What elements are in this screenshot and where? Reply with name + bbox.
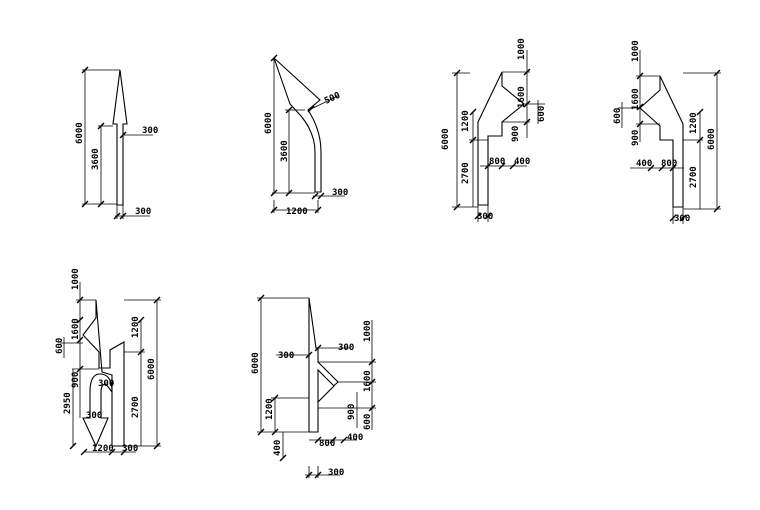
dim-label: 1600 [631,88,641,110]
dim-label: 400 [636,159,652,169]
dim-label: 2950 [63,392,73,414]
dim-label: 900 [71,372,81,388]
dim-label: 400 [347,433,363,443]
dim-label: 600 [363,414,373,430]
dim-label: 1600 [363,370,373,392]
straight-right-arrow-shape [477,71,525,206]
dim-label: 2700 [461,162,471,184]
dim-label: 6000 [147,358,157,380]
stack-arrow-branch [317,368,335,404]
dim-label: 300 [98,379,114,389]
dim-label: 400 [514,157,530,167]
dim-label: 1200 [131,316,141,338]
dim-label: 1000 [71,268,81,290]
dim-label: 2700 [131,396,141,418]
dim-label: 6000 [75,122,85,144]
dim-label: 6000 [707,128,717,150]
figure-straight-left-arrow: 1000 6000 1600 600 900 1200 2700 400 800… [613,40,721,224]
dim-label: 300 [142,126,158,136]
left-uturn-arrow-upper [82,299,125,447]
dim-label: 1600 [517,86,527,108]
dim-label: 400 [273,440,283,456]
dim-label: 300 [135,207,151,217]
dim-label: 300 [328,468,344,478]
curved-left-arrow-shape [273,57,322,193]
figure-straight-arrow: 6000 3600 300 300 [75,66,158,220]
dim-label: 3600 [280,140,290,162]
dim-label: 300 [278,351,294,361]
dim-label: 1200 [461,110,471,132]
dim-label: 300 [338,343,354,353]
dim-label: 900 [631,130,641,146]
dim-label: 500 [323,91,342,107]
dim-label: 600 [55,338,65,354]
dim-label: 1200 [689,112,699,134]
dim-label: 300 [477,212,493,222]
dim-label: 6000 [251,352,261,374]
dim-label: 900 [511,126,521,142]
dim-label: 300 [674,214,690,224]
dim-label: 1000 [631,40,641,62]
dim-label: 1200 [265,398,275,420]
dim-label: 6000 [264,112,274,134]
dim-label: 600 [613,108,623,124]
dim-label: 1200 [286,207,308,217]
figure-curved-left-arrow: 6000 3600 500 300 1200 [264,54,348,217]
dim-label: 300 [86,411,102,421]
dim-label: 1200 [92,444,114,454]
dim-label: 300 [122,444,138,454]
straight-right-stack-arrow-shape [308,297,339,433]
dim-label: 600 [537,106,547,122]
dim-label: 900 [347,404,357,420]
dim-label: 300 [332,188,348,198]
dim-label: 1000 [517,38,527,60]
left-uturn-arrow-loop [82,373,113,448]
straight-left-arrow-shape [639,75,684,208]
dim-label: 800 [319,439,335,449]
figure-straight-right-stack-arrow: 6000 300 300 1000 1200 1600 900 400 800 … [251,294,376,479]
dim-label: 2700 [689,166,699,188]
figure-left-uturn-arrow: 1000 1600 600 900 2950 1200 6000 2700 30… [55,268,161,456]
figure-straight-right-arrow: 1000 6000 1200 1600 600 2700 900 800 400… [441,38,547,222]
dim-label: 3600 [91,148,101,170]
dim-label: 1600 [71,318,81,340]
dim-label: 800 [661,159,677,169]
dim-label: 1000 [363,320,373,342]
dim-label: 800 [489,157,505,167]
dim-label: 6000 [441,128,451,150]
